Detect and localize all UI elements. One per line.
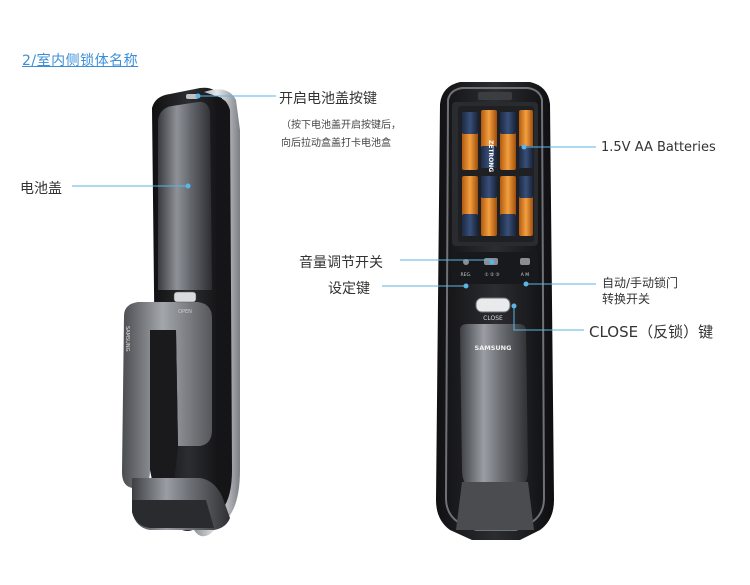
label-volume-switch: 音量调节开关 [299, 255, 383, 271]
label-close-key: CLOSE（反锁）键 [589, 323, 714, 341]
handle-button-text: OPEN [178, 309, 192, 315]
label-auto-manual-1: 自动/手动锁门 [602, 276, 679, 290]
battery-pack: ZETRONG [462, 110, 533, 236]
close-plate-text: CLOSE [483, 315, 503, 322]
label-setting-key: 设定键 [328, 281, 370, 297]
switch-vol-text: ① ② ③ [485, 272, 500, 278]
label-batteries: 1.5V AA Batteries [601, 140, 716, 155]
handle-open-button-icon [173, 291, 197, 303]
left-brand-text: SAMSUNG [124, 326, 130, 352]
label-battery-cover-button: 开启电池盖按键 [279, 91, 377, 107]
front-handle-plate [460, 324, 528, 490]
close-key-icon [475, 297, 511, 313]
page-title: 2/室内侧锁体名称 [22, 53, 139, 69]
label-battery-cover: 电池盖 [20, 181, 62, 197]
left-lock-body: OPEN SAMSUNG [122, 87, 240, 537]
control-strip: REG. ① ② ③ A M [452, 252, 538, 284]
label-auto-manual-2: 转换开关 [602, 292, 651, 306]
switch-reg-text: REG. [461, 272, 472, 278]
leader-lines [72, 93, 596, 331]
auto-manual-switch-icon [520, 258, 530, 265]
switch-am-text: A M [521, 272, 530, 278]
label-battery-cover-note-1: （按下电池盖开启按键后， [281, 120, 401, 131]
battery-cover-button-icon [186, 94, 198, 99]
label-battery-cover-note-2: 向后拉动盒盖打卡电池盒 [281, 138, 391, 149]
battery-brand-text: ZETRONG [487, 140, 494, 172]
right-brand-text: SAMSUNG [475, 344, 512, 352]
